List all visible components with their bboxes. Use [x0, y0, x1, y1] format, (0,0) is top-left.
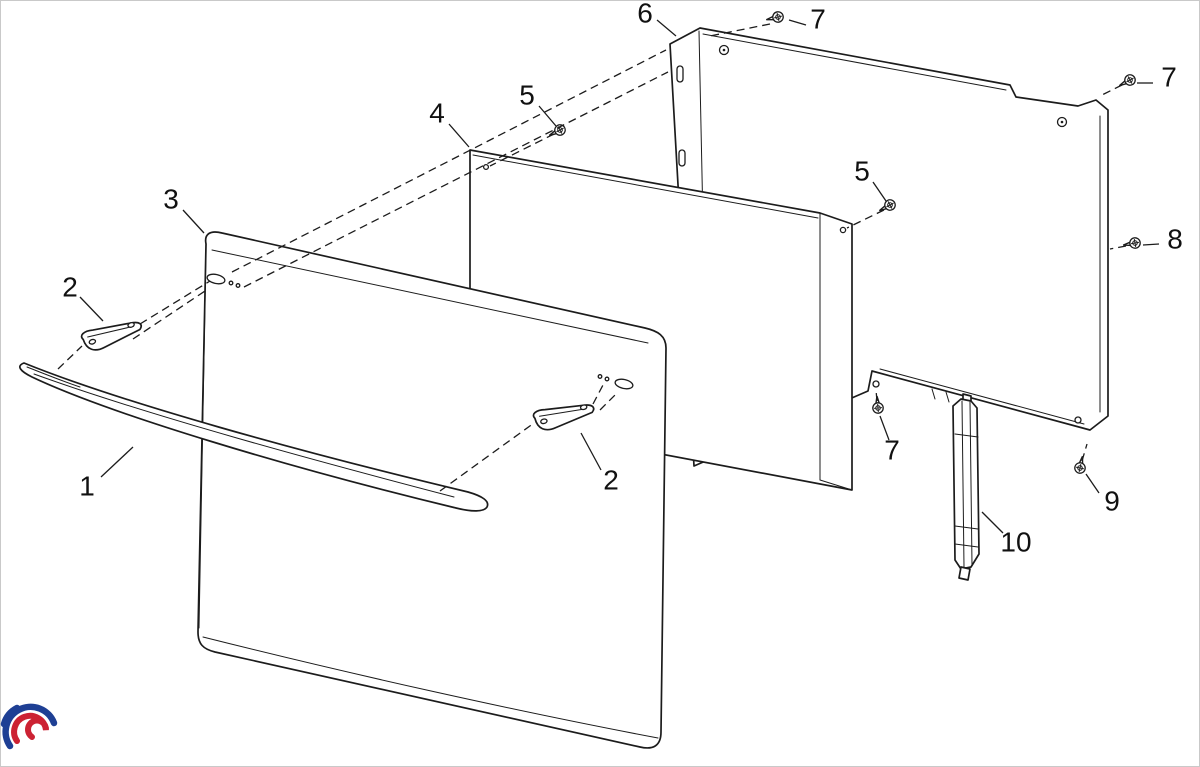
- handle-outline: [19, 362, 489, 512]
- dashed-axis-line: [875, 389, 878, 402]
- dashed-axis-line: [132, 290, 206, 340]
- leader-line-9: [1085, 473, 1100, 494]
- handle-pilot-hole-left-2: [235, 283, 241, 288]
- dashed-axis-line: [439, 422, 535, 492]
- rear-panel-flange-notches: [931, 388, 950, 403]
- leader-line-2-right: [580, 432, 602, 471]
- leader-line-10: [981, 511, 1004, 534]
- door-handle: [19, 362, 489, 512]
- callout-labels: 1 2 2 3 4 5 5 6 7 7 7 8 9 10: [62, 0, 1183, 557]
- dashed-axis-line: [1101, 84, 1123, 96]
- handle-slot-left: [206, 273, 226, 285]
- dashed-axis-line: [1081, 443, 1088, 462]
- leader-line-2-left: [79, 296, 104, 322]
- callout-label-4: 4: [429, 97, 445, 128]
- leader-line-7-top: [788, 19, 807, 26]
- front-panel-bottom-curve: [202, 636, 659, 739]
- leader-line-7-bottom: [879, 415, 890, 441]
- callout-label-7-top: 7: [810, 3, 826, 34]
- callout-leader-lines: [79, 19, 1160, 534]
- rail-inner-line-right: [969, 401, 973, 566]
- leader-line-8: [1142, 243, 1160, 246]
- handle-pilot-hole-right-1: [597, 374, 603, 379]
- front-panel-top-inner-edge: [211, 249, 649, 344]
- rear-panel-slot-lower: [678, 149, 686, 167]
- leader-line-1: [100, 446, 134, 478]
- handle-pilot-hole-right-2: [604, 376, 610, 382]
- middle-panel-edge-face: [819, 212, 853, 491]
- brand-logo: [0, 703, 58, 759]
- dashed-axis-line: [1109, 245, 1127, 250]
- leader-line-5-left: [538, 105, 557, 127]
- callout-label-2-right: 2: [603, 464, 619, 495]
- handle-pilot-hole-left-1: [228, 280, 234, 286]
- dashed-axis-line: [243, 71, 669, 288]
- dashed-axis-line: [489, 133, 555, 167]
- callout-label-7-right: 7: [1161, 61, 1177, 92]
- handle-tip-detail: [26, 366, 81, 388]
- mounting-rail: [952, 393, 980, 581]
- dashed-axis-line: [57, 345, 83, 370]
- assembly-axis-lines: [57, 23, 1127, 492]
- middle-panel-screw-hole-right: [839, 226, 847, 234]
- callout-label-7-bottom: 7: [884, 434, 900, 465]
- dashed-axis-line: [846, 209, 885, 229]
- rear-panel-screw-hole-right-center: [1060, 120, 1064, 124]
- leader-line-3: [182, 209, 205, 234]
- middle-panel-top-inner-edge: [472, 154, 819, 219]
- rear-panel-flange-hole: [872, 380, 880, 388]
- rail-cross-ribs: [954, 433, 979, 548]
- callout-label-5-right: 5: [854, 155, 870, 186]
- dashed-axis-line: [599, 391, 619, 411]
- callout-label-3: 3: [163, 183, 179, 214]
- callout-label-9: 9: [1104, 485, 1120, 516]
- callout-label-1: 1: [79, 470, 95, 501]
- rail-inner-line-left: [961, 400, 965, 568]
- callout-label-6: 6: [637, 0, 653, 28]
- rail-body: [952, 398, 980, 570]
- logo-blue-arc-small: [0, 704, 21, 728]
- rail-bottom-foot: [958, 566, 971, 581]
- callout-label-10: 10: [1000, 526, 1031, 557]
- handle-inner-contour: [33, 373, 455, 498]
- rear-panel-corner-hole: [1074, 416, 1082, 424]
- logo-red-swirl: [11, 712, 49, 744]
- dashed-axis-line: [139, 280, 211, 325]
- dashed-axis-line: [592, 384, 604, 405]
- handle-slot-right: [614, 378, 634, 390]
- callout-label-2-left: 2: [62, 271, 78, 302]
- leader-line-4: [448, 123, 470, 148]
- rear-panel-slot-upper: [676, 65, 684, 83]
- callout-label-8: 8: [1167, 223, 1183, 254]
- leader-line-5-right: [872, 181, 887, 202]
- leader-line-6: [656, 19, 677, 37]
- dashed-axis-line: [709, 23, 771, 37]
- callout-label-5-left: 5: [519, 79, 535, 110]
- rear-panel-bottom-inner-edge: [879, 368, 1085, 425]
- rear-panel-top-inner-edge: [702, 33, 1007, 91]
- dashed-axis-line: [231, 49, 667, 273]
- middle-panel-screw-hole-left: [482, 163, 490, 171]
- rear-panel-screw-hole-left-center: [722, 48, 726, 52]
